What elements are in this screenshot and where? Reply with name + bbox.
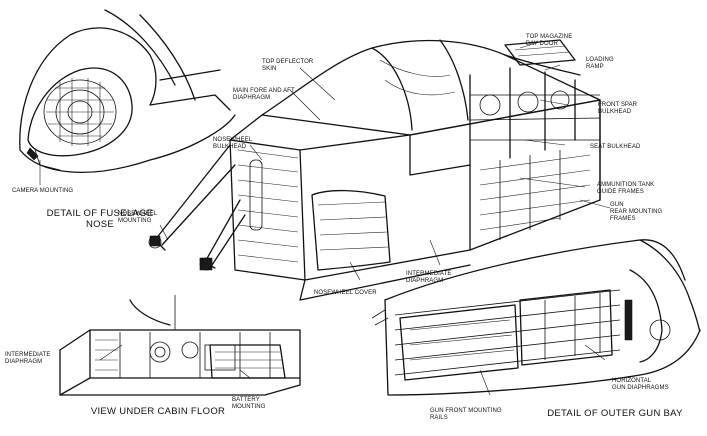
outer-gun-bay-detail bbox=[371, 239, 701, 396]
cabin-floor-view bbox=[59, 295, 301, 396]
label-seat-bulkhead: SEAT BULKHEAD bbox=[590, 144, 641, 150]
label-nosewheel-mounting: NOSEWHEEL MOUNTING bbox=[118, 211, 158, 224]
label-gun-rear-mounting-frames: GUN REAR MOUNTING FRAMES bbox=[610, 202, 663, 222]
label-intermediate-diaphragm-main: INTERMEDIATE DIAPHRAGM bbox=[406, 271, 452, 284]
label-camera-mounting: CAMERA MOUNTING bbox=[12, 188, 74, 194]
caption-fuselage-nose: DETAIL OF FUSELAGE NOSE bbox=[46, 208, 154, 230]
label-gun-front-mounting-rails: GUN FRONT MOUNTING RAILS bbox=[430, 408, 502, 421]
caption-view-under-cabin-floor: VIEW UNDER CABIN FLOOR bbox=[90, 406, 226, 417]
label-front-spar-bulkhead: FRONT SPAR BULKHEAD bbox=[598, 102, 638, 115]
label-nosewheel-cover: NOSEWHEEL COVER bbox=[314, 290, 377, 296]
caption-outer-gun-bay: DETAIL OF OUTER GUN BAY bbox=[547, 408, 683, 419]
label-loading-ramp: LOADING RAMP bbox=[586, 57, 614, 70]
main-fuselage-cutaway bbox=[148, 39, 601, 301]
label-nosewheel-bulkhead: NOSEWHEEL BULKHEAD bbox=[213, 137, 253, 150]
label-top-deflector-skin: TOP DEFLECTOR SKIN bbox=[262, 59, 314, 72]
label-horizontal-gun-diaphragms: HORIZONTAL GUN DIAPHRAGMS bbox=[612, 378, 669, 391]
label-intermediate-diaphragm-floor: INTERMEDIATE DIAPHRAGM bbox=[5, 352, 51, 365]
leader-lines bbox=[39, 41, 611, 396]
fuselage-nose-detail bbox=[19, 9, 236, 173]
label-main-fore-aft-diaphragm: MAIN FORE AND AFT DIAPHRAGM bbox=[233, 88, 295, 101]
label-battery-mounting: BATTERY MOUNTING bbox=[232, 397, 266, 410]
label-ammunition-tank-guide-frames: AMMUNITION TANK GUIDE FRAMES bbox=[597, 182, 655, 195]
label-top-magazine-bay-door: TOP MAGAZINE BAY DOOR bbox=[526, 34, 573, 47]
